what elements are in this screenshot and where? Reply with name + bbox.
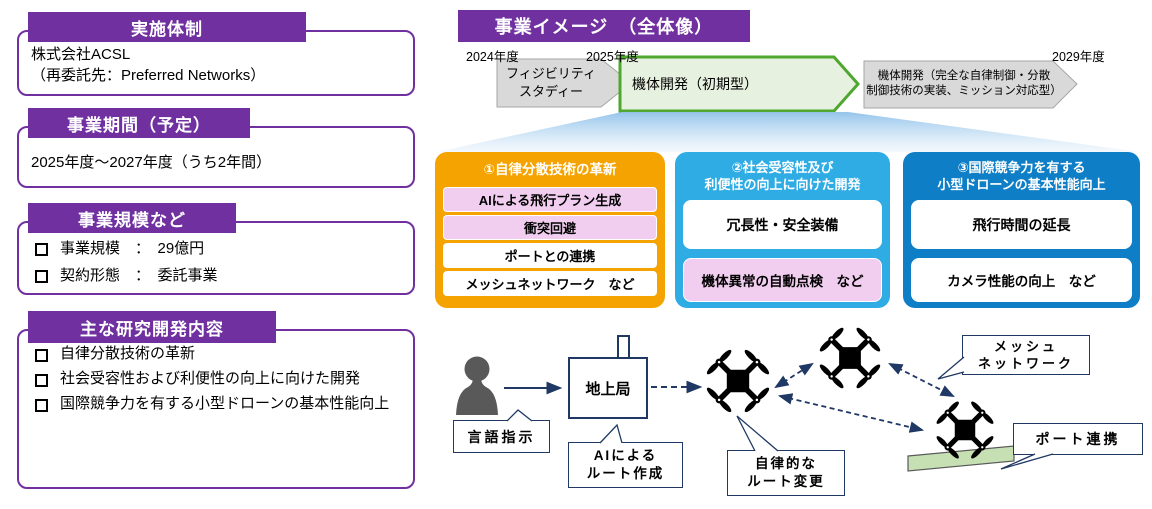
- pillar-1-item-4: メッシュネットワーク など: [443, 270, 657, 296]
- rd-content-body: 自律分散技術の革新 社会受容性および利便性の向上に向けた開発 国際競争力を有する…: [17, 329, 415, 489]
- pillar-3-box: ③国際競争力を有する 小型ドローンの基本性能向上 飛行時間の延長 カメラ性能の向…: [903, 152, 1140, 308]
- pillar-2-box: ②社会受容性及び 利便性の向上に向けた開発 冗長性・安全装備 機体異常の自動点検…: [675, 152, 890, 308]
- phase3-label: 機体開発（完全な自律制御・分散 制御技術の実装、ミッション対応型）: [866, 69, 1062, 98]
- square-bullet-icon: [35, 243, 48, 256]
- ground-station-box: 地上局: [568, 357, 648, 419]
- drone-icon-1: [705, 348, 771, 414]
- callout-mesh-network: メッシュ ネットワーク: [962, 335, 1090, 375]
- pillar-1-item-1: AIによる飛行プラン生成: [443, 186, 657, 212]
- year-label-2025: 2025年度: [586, 50, 639, 64]
- scale-item: 契約形態 ： 委託事業: [19, 264, 413, 288]
- pillar-3-title: ③国際競争力を有する 小型ドローンの基本性能向上: [937, 160, 1106, 192]
- pillar-2-item-2: 機体異常の自動点検 など: [683, 258, 882, 302]
- phase1-label: フィジビリティ スタディー: [506, 66, 596, 99]
- rd-content-header: 主な研究開発内容: [28, 311, 276, 343]
- pillar-3-item-1: 飛行時間の延長: [911, 200, 1132, 249]
- mesh-link-2: [888, 363, 955, 397]
- mesh-link-1: [774, 362, 814, 389]
- scale-body: 事業規模 ： 29億円 契約形態 ： 委託事業: [17, 221, 415, 295]
- rd-item-label: 社会受容性および利便性の向上に向けた開発: [60, 370, 361, 387]
- drone-icon-2: [818, 326, 882, 390]
- overview-title-bar: 事業イメージ （全体像）: [458, 10, 750, 42]
- pillar-2-item-1: 冗長性・安全装備: [683, 200, 882, 249]
- rd-item: 国際競争力を有する小型ドローンの基本性能向上: [19, 393, 413, 415]
- pillar-1-box: ①自律分散技術の革新 AIによる飛行プラン生成 衝突回避 ポートとの連携 メッシ…: [435, 152, 665, 308]
- tail-mesh-network: [937, 356, 965, 380]
- year-label-2029: 2029年度: [1052, 50, 1105, 64]
- pillar-1-item-2: 衝突回避: [443, 214, 657, 240]
- rd-item: 社会受容性および利便性の向上に向けた開発: [19, 368, 413, 390]
- tail-port-link: [1000, 453, 1054, 470]
- square-bullet-icon: [35, 270, 48, 283]
- callout-autonomous-route: 自律的な ルート変更: [727, 450, 845, 496]
- phase2-label: 機体開発（初期型）: [632, 76, 758, 92]
- pillar-3-item-2: カメラ性能の向上 など: [911, 258, 1132, 302]
- callout-language-instruction: 言語指示: [453, 420, 550, 453]
- square-bullet-icon: [35, 349, 48, 362]
- person-icon: [456, 356, 498, 415]
- scale-item-label: 契約形態 ： 委託事業: [60, 267, 218, 284]
- pillar-1-title: ①自律分散技術の革新: [483, 162, 617, 177]
- rd-item: 自律分散技術の革新: [19, 343, 413, 365]
- year-label-2024: 2024年度: [466, 50, 519, 64]
- scale-item: 事業規模 ： 29億円: [19, 237, 413, 261]
- scale-header: 事業規模など: [28, 203, 236, 233]
- rd-item-label: 自律分散技術の革新: [60, 345, 196, 362]
- funnel-shape: [437, 112, 1140, 152]
- period-header: 事業期間（予定）: [28, 108, 250, 138]
- tail-ai-route: [599, 423, 623, 444]
- port-platform: [907, 445, 1015, 472]
- tail-autonomous-route: [736, 415, 779, 452]
- pillar-2-title: ②社会受容性及び 利便性の向上に向けた開発: [704, 160, 861, 192]
- callout-ai-route: AIによる ルート作成: [568, 442, 683, 488]
- square-bullet-icon: [35, 374, 48, 387]
- square-bullet-icon: [35, 399, 48, 412]
- mesh-link-3: [777, 393, 925, 433]
- rd-item-label: 国際競争力を有する小型ドローンの基本性能向上: [60, 395, 390, 412]
- pillar-1-item-3: ポートとの連携: [443, 242, 657, 268]
- scale-item-label: 事業規模 ： 29億円: [60, 240, 205, 257]
- callout-port-link: ポート連携: [1013, 423, 1143, 455]
- drone-icon-3: [935, 400, 995, 460]
- implementation-header: 実施体制: [28, 12, 306, 42]
